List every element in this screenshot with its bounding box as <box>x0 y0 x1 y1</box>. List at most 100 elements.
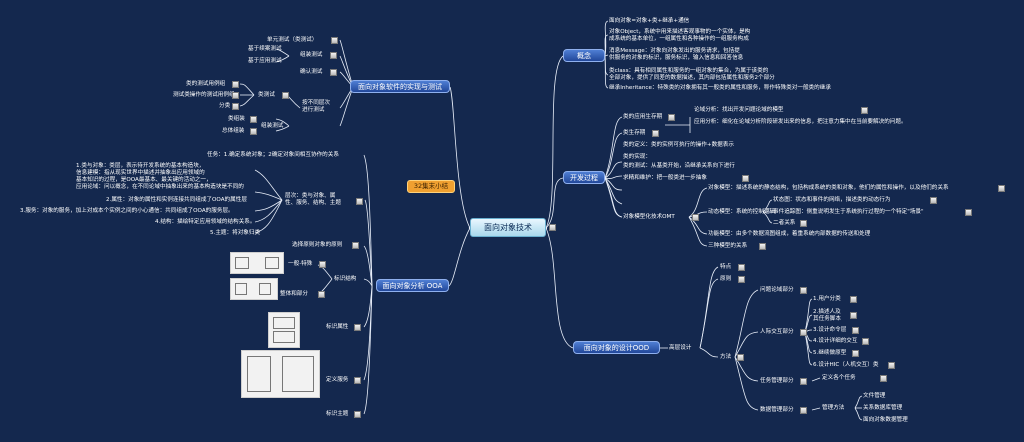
ooa-levels: 层次：类与对象、属 性、服务、结构、主题 <box>285 193 341 206</box>
omt-state-diagram: 状态图：状态和事件的网络，描述类的动态行为 <box>773 197 891 203</box>
hci-step-5: 5.继续做原型 <box>813 350 847 356</box>
branch-ood[interactable]: 面向对象的设计OOD <box>573 341 660 354</box>
note-icon[interactable] <box>354 377 361 384</box>
note-icon[interactable] <box>354 324 361 331</box>
hci-step-3: 3.设计命令层 <box>813 327 847 333</box>
concept-item-2: 对象Object，系统中用来描述客观事物的一个实体，是构 成系统的基本单位，一组… <box>609 29 751 42</box>
note-icon[interactable] <box>930 197 937 204</box>
whole-part-diagram-image <box>230 278 278 300</box>
ood-hci: 人际交互部分 <box>760 329 794 335</box>
note-icon[interactable] <box>737 354 744 361</box>
ooa-identify-subject: 标识主题 <box>326 411 349 417</box>
note-icon[interactable] <box>250 128 257 135</box>
note-icon[interactable] <box>852 350 859 357</box>
note-icon[interactable] <box>652 130 659 137</box>
note-icon[interactable] <box>800 329 807 336</box>
note-icon[interactable] <box>880 375 887 382</box>
ooa-level-note-3: 3.服务：对象的服务，加上对成本个实例之间的小心通信：共同组成了OOA的服务层。 <box>20 208 234 214</box>
ooa-level-note-2: 2.属性：对象的属性和实例连接共同组成了OOA的属性层 <box>106 197 247 203</box>
note-icon[interactable] <box>852 327 859 334</box>
test-integration-1: 组装测试 <box>300 52 323 58</box>
note-icon[interactable] <box>862 338 869 345</box>
note-icon[interactable] <box>250 116 257 123</box>
note-icon[interactable] <box>742 175 749 182</box>
note-icon[interactable] <box>282 92 289 99</box>
service-diagram-image <box>241 350 320 398</box>
omt-three-relations: 三种模型的关系 <box>708 243 748 249</box>
hci-step-4: 4.设计详细的交互 <box>813 338 858 344</box>
summary-node[interactable]: 32集末小结 <box>407 180 455 193</box>
omt-object-model: 对象模型：描述系统的静态结构，包括构成系统的类和对象，他们的属性和操作，以及他们… <box>708 185 949 191</box>
general-special-diagram-image <box>230 252 284 274</box>
test-op-case-group: 测试类操作的测试用例组 <box>173 92 235 98</box>
ooa-identify-structure: 标识结构 <box>334 276 357 282</box>
note-icon[interactable] <box>668 114 675 121</box>
root-note-icon[interactable] <box>549 224 556 231</box>
ood-features: 特点 <box>720 264 732 270</box>
ood-method: 方法 <box>720 354 732 360</box>
dev-class-definition: 类的定义：类的实例可执行的操作+数据表示 <box>623 142 734 148</box>
note-icon[interactable] <box>800 287 807 294</box>
note-icon[interactable] <box>800 378 807 385</box>
test-total-assembly: 总体组装 <box>222 128 245 134</box>
note-icon[interactable] <box>352 242 359 249</box>
ood-high-level-design: 高层设计 <box>669 345 692 351</box>
data-oodb-mgmt: 面向对象数据管理 <box>863 417 908 423</box>
note-icon[interactable] <box>232 92 239 99</box>
test-integration-2: 组装测试 <box>261 123 284 129</box>
hci-step-2: 2.描述人及 其任务脚本 <box>813 309 841 322</box>
note-icon[interactable] <box>354 411 361 418</box>
ooa-level-note-4: 4.结构：描绘特定应用领域的结构关系。 <box>155 219 256 225</box>
dev-class-app-lifecycle: 类的应用生存期 <box>623 114 663 120</box>
branch-concept[interactable]: 概念 <box>563 49 605 62</box>
omt-event-trace: 事件追踪图：侧重说明发生于系统执行过程的一个特定"场景" <box>773 209 924 215</box>
note-icon[interactable] <box>738 264 745 271</box>
note-icon[interactable] <box>319 261 326 268</box>
ooa-identify-attribute: 标识属性 <box>326 324 349 330</box>
data-file-mgmt: 文件管理 <box>863 393 886 399</box>
note-icon[interactable] <box>232 103 239 110</box>
ooa-level-note-5: 5.主题：将对象归类 <box>210 230 261 236</box>
branch-impl-testing[interactable]: 面向对象软件的实现与测试 <box>350 80 450 93</box>
concept-item-1: 面向对象=对象+类+继承+通信 <box>609 18 690 24</box>
test-classify: 分类 <box>219 103 231 109</box>
ood-task-mgmt: 任务管理部分 <box>760 378 794 384</box>
note-icon[interactable] <box>330 69 337 76</box>
root-node[interactable]: 面向对象技术 <box>470 218 546 237</box>
note-icon[interactable] <box>759 243 766 250</box>
hci-step-1: 1.用户分类 <box>813 296 841 302</box>
dev-app-analysis: 应用分析：细化在论域分析阶段研发出来的信息，把注意力集中在当前要解决的问题。 <box>694 119 907 125</box>
concept-item-4: 类class：具有相同属性和服务的一组对象的集合，为属于该类的 全部对象，提供了… <box>609 68 775 81</box>
dev-domain-analysis: 论域分析：找出开发问题论域的模型 <box>694 107 784 113</box>
note-icon[interactable] <box>998 185 1005 192</box>
note-icon[interactable] <box>800 220 807 227</box>
note-icon[interactable] <box>850 296 857 303</box>
note-icon[interactable] <box>330 52 337 59</box>
omt-dynamic-model: 动态模型：系统的控制逻辑 <box>708 209 776 215</box>
note-icon[interactable] <box>692 214 699 221</box>
note-icon[interactable] <box>356 198 363 205</box>
data-mgmt-method: 管理方法 <box>822 405 845 411</box>
note-icon[interactable] <box>318 291 325 298</box>
branch-ooa[interactable]: 面向对象分析 OOA <box>376 279 449 292</box>
note-icon[interactable] <box>800 407 807 414</box>
note-icon[interactable] <box>232 81 239 88</box>
note-icon[interactable] <box>888 362 895 369</box>
omt-relation: 二者关系 <box>773 220 796 226</box>
test-acceptance: 确认测试 <box>300 69 323 75</box>
ooa-task: 任务：1.确定系统对象；2确定对象间相互协作的关系 <box>207 152 339 158</box>
data-rdb-mgmt: 关系数据库管理 <box>863 405 903 411</box>
note-icon[interactable] <box>861 107 868 114</box>
test-by-levels: 按不同层次 进行测试 <box>302 100 330 113</box>
dev-refine-maintain: 求精和维护：把一般类进一步抽象 <box>623 175 707 181</box>
note-icon[interactable] <box>965 209 972 216</box>
ooa-level-note-1: 1.类与对象：类层，表示待开发系统的基本构造块， 信息建模：指从现实世界中描述并… <box>76 163 244 190</box>
omt-function-model: 功能模型：由多个数据流图组成，着重系统内部数据的传送和处理 <box>708 231 871 237</box>
note-icon[interactable] <box>331 37 338 44</box>
test-based-cases: 基于续案测试 <box>248 46 282 52</box>
branch-dev-process[interactable]: 开发过程 <box>563 171 605 184</box>
note-icon[interactable] <box>738 276 745 283</box>
note-icon[interactable] <box>850 312 857 319</box>
ooa-whole-part: 整体和部分 <box>280 291 308 297</box>
dev-omt: 对象模型化技术OMT <box>623 214 675 220</box>
